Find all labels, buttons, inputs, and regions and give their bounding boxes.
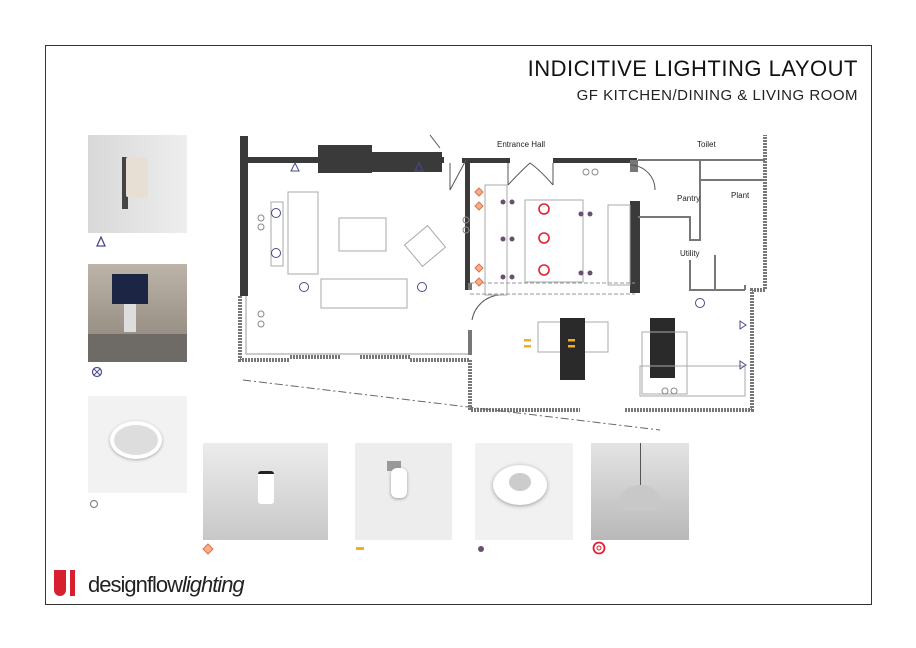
downlight-icons (257, 168, 678, 395)
logo-suffix: lighting (181, 572, 245, 597)
recessed-downlight-photo (475, 443, 573, 540)
page-subtitle: GF KITCHEN/DINING & LIVING ROOM (576, 87, 858, 104)
room-label-toilet: Toilet (697, 140, 716, 149)
spotlight-icons (474, 187, 484, 287)
strip-light-dash-icon (356, 547, 364, 550)
table-lamp-cross-circle-icon (91, 366, 103, 378)
company-logo: designflowlighting (52, 568, 245, 598)
downlight-dark-dot-icon (478, 546, 484, 552)
room-label-plant: Plant (731, 191, 750, 200)
wall-light-triangle-icon (95, 236, 107, 247)
table-lamp-photo (88, 264, 187, 362)
wall-light-icon (290, 161, 300, 172)
pendant-photo (591, 443, 689, 540)
wall-light-icon (739, 360, 747, 370)
downlight-grey-circle-icon (89, 499, 99, 509)
room-label-pantry: Pantry (677, 194, 700, 203)
room-label-utility: Utility (680, 249, 700, 258)
strip-light-icons (524, 339, 575, 348)
page-title: INDICITIVE LIGHTING LAYOUT (527, 56, 858, 81)
surface-spot-photo (203, 443, 328, 540)
downlight-photo (88, 396, 187, 493)
logo-mark-icon (54, 570, 75, 596)
room-label-entrance-hall: Entrance Hall (497, 140, 545, 149)
pendant-ring-icon (592, 541, 606, 555)
page-frame (45, 45, 872, 605)
dark-downlight-icons (500, 199, 593, 280)
logo-brand: designflow (88, 572, 183, 597)
pendant-icons (538, 203, 550, 276)
spotlight-diamond-icon (202, 543, 214, 555)
track-spot-photo (355, 443, 452, 540)
table-lamp-icon (271, 208, 705, 308)
wall-light-icon (739, 320, 747, 330)
wall-sconce-photo (88, 135, 187, 233)
wall-light-icon (414, 161, 424, 172)
